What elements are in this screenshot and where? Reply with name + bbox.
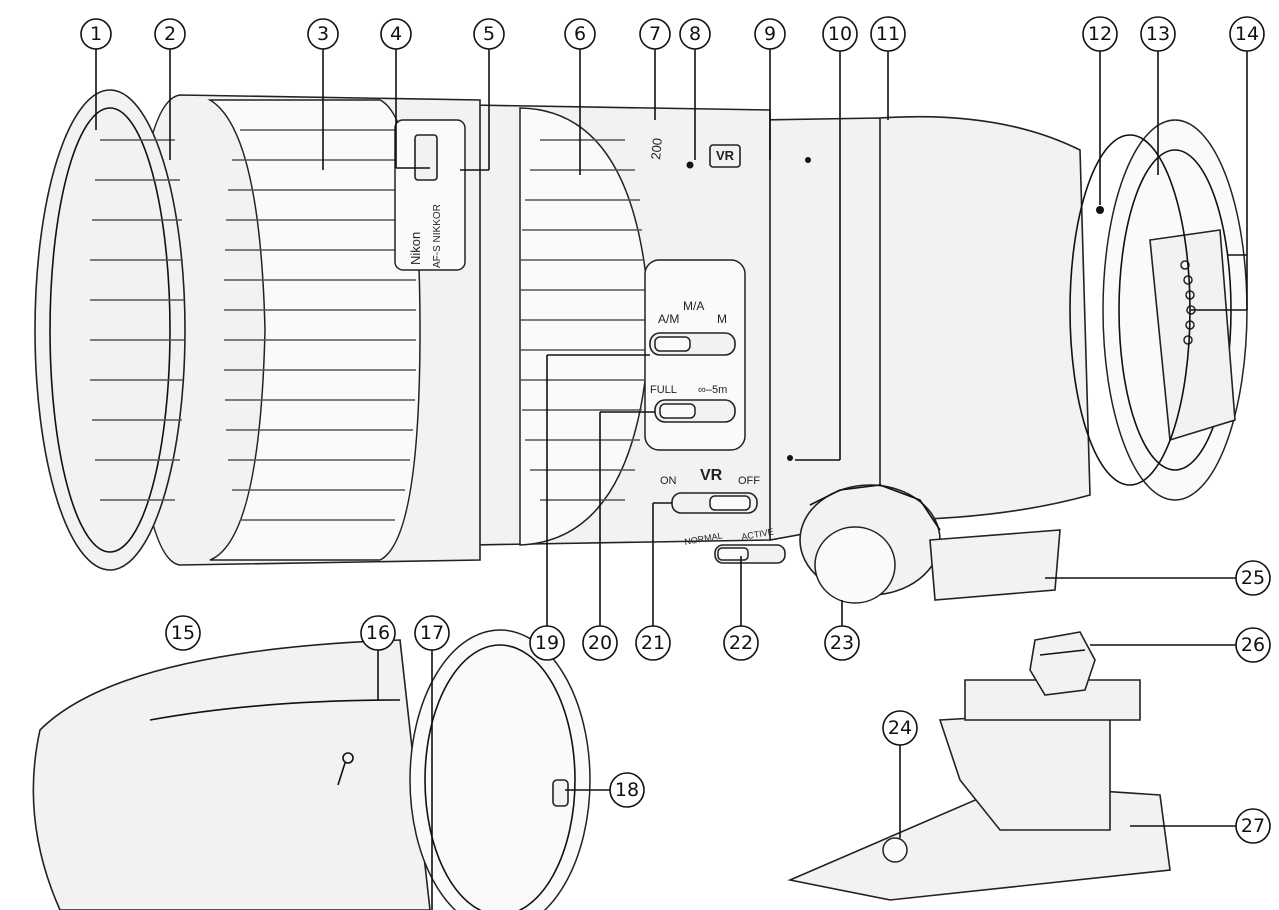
svg-text:19: 19 — [535, 632, 559, 654]
callout-17: 17 — [414, 615, 450, 651]
svg-text:4: 4 — [390, 23, 402, 45]
svg-text:24: 24 — [888, 717, 912, 739]
leader-lines — [95, 48, 1248, 910]
focus-mode-am-label: A/M — [658, 312, 679, 326]
hood-alignment-mark — [342, 752, 354, 764]
limit-range-label: ∞–5m — [698, 384, 727, 396]
distance-scale-window — [394, 119, 466, 271]
svg-text:8: 8 — [689, 23, 701, 45]
tripod-collar-knob[interactable] — [799, 484, 941, 604]
callout-18: 18 — [609, 772, 645, 808]
zoom-ring[interactable] — [224, 129, 416, 521]
tripod-foot-stub — [929, 529, 1061, 601]
svg-text:12: 12 — [1088, 23, 1112, 45]
svg-text:11: 11 — [876, 23, 900, 45]
vr-on-label: ON — [660, 475, 677, 487]
svg-text:20: 20 — [588, 632, 612, 654]
tripod-socket — [882, 837, 908, 863]
callout-15: 15 — [165, 615, 201, 651]
callout-22: 22 — [723, 625, 759, 661]
callout-21: 21 — [635, 625, 671, 661]
focal-length-mark: 200 — [648, 137, 665, 160]
collar-index-top — [805, 157, 811, 163]
brand-label: Nikon — [408, 232, 423, 265]
svg-text:22: 22 — [729, 632, 753, 654]
lens-body: Nikon AF-S NIKKOR 200 VR A/M M/A M FULL … — [34, 89, 1248, 604]
callout-11: 11 — [870, 16, 906, 52]
callout-9: 9 — [754, 18, 786, 50]
callout-2: 2 — [154, 18, 186, 50]
callout-6: 6 — [564, 18, 596, 50]
hood-lock-button[interactable] — [552, 779, 569, 807]
focus-mode-ma-label: M/A — [683, 299, 704, 313]
svg-text:18: 18 — [615, 779, 639, 801]
svg-text:14: 14 — [1235, 23, 1259, 45]
mounting-index — [1096, 206, 1104, 214]
callout-1: 1 — [80, 18, 112, 50]
model-label: AF-S NIKKOR — [432, 204, 443, 268]
callout-26: 26 — [1235, 627, 1271, 663]
svg-text:23: 23 — [830, 632, 854, 654]
vr-off-label: OFF — [738, 475, 760, 487]
focus-ring[interactable] — [520, 139, 645, 501]
svg-text:5: 5 — [483, 23, 495, 45]
vr-badge: VR — [716, 148, 735, 163]
lens-hood — [32, 629, 591, 910]
svg-text:13: 13 — [1146, 23, 1170, 45]
hood-bayonet-grip — [90, 139, 184, 501]
callout-3: 3 — [307, 18, 339, 50]
collar-index-bottom — [787, 455, 793, 461]
focus-mode-m-label: M — [717, 312, 727, 326]
callout-19: 19 — [529, 625, 565, 661]
focal-length-index — [686, 161, 694, 169]
svg-text:2: 2 — [164, 23, 176, 45]
svg-text:1: 1 — [90, 23, 102, 45]
svg-text:16: 16 — [366, 622, 390, 644]
vr-title: VR — [700, 467, 723, 484]
callout-16: 16 — [360, 615, 396, 651]
foot-locking-knob[interactable] — [1029, 631, 1096, 696]
callout-12: 12 — [1082, 16, 1118, 52]
callout-numbers: 1 2 3 4 5 6 7 8 9 10 11 12 13 14 15 16 1… — [80, 16, 1271, 844]
tripod-foot — [787, 631, 1171, 901]
callout-23: 23 — [824, 625, 860, 661]
callout-4: 4 — [380, 18, 412, 50]
switch-panel: A/M M/A M FULL ∞–5m — [644, 259, 746, 451]
lens-hood-mounting-index — [34, 89, 186, 571]
svg-text:17: 17 — [420, 622, 444, 644]
callout-10: 10 — [822, 16, 858, 52]
svg-text:26: 26 — [1241, 634, 1265, 656]
vr-switch-panel: VR ON OFF NORMAL ACTIVE — [660, 467, 786, 564]
limit-full-label: FULL — [650, 384, 677, 396]
svg-text:6: 6 — [574, 23, 586, 45]
svg-text:15: 15 — [171, 622, 195, 644]
callout-8: 8 — [679, 18, 711, 50]
svg-text:10: 10 — [828, 23, 852, 45]
callout-7: 7 — [639, 18, 671, 50]
callout-25: 25 — [1235, 560, 1271, 596]
callout-13: 13 — [1140, 16, 1176, 52]
svg-text:3: 3 — [317, 23, 329, 45]
callout-27: 27 — [1235, 808, 1271, 844]
svg-text:25: 25 — [1241, 567, 1265, 589]
svg-text:9: 9 — [764, 23, 776, 45]
svg-text:27: 27 — [1241, 815, 1265, 837]
callout-24: 24 — [882, 710, 918, 746]
callout-14: 14 — [1229, 16, 1265, 52]
callout-20: 20 — [582, 625, 618, 661]
svg-text:7: 7 — [649, 23, 661, 45]
svg-text:21: 21 — [641, 632, 665, 654]
callout-5: 5 — [473, 18, 505, 50]
